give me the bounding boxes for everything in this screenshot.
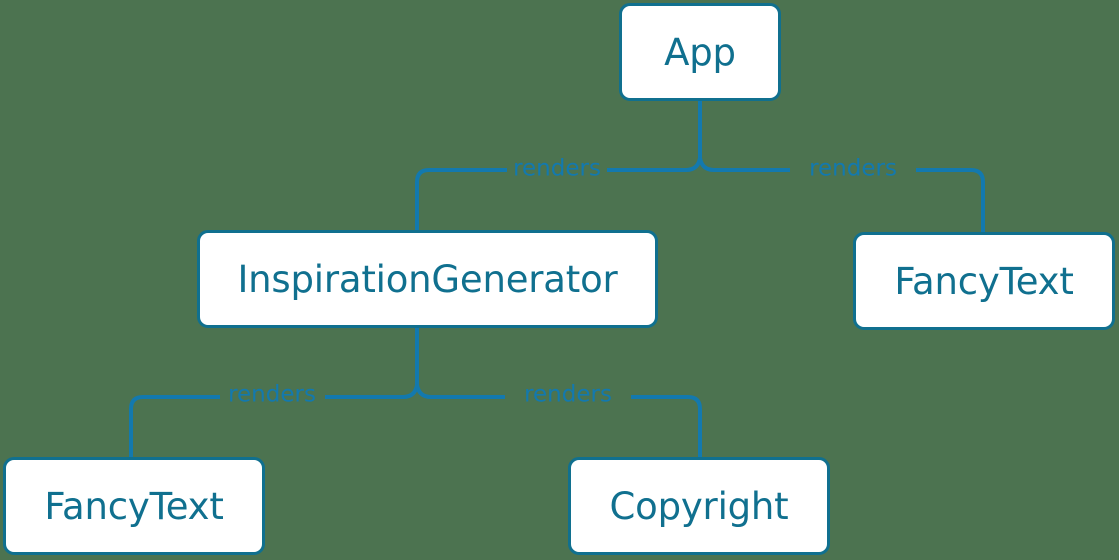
node-copyright-label: Copyright [609,484,789,528]
node-inspiration-generator[interactable]: InspirationGenerator [197,230,658,328]
edge-label-inspiration-generator-to-fancytext: renders [228,381,316,408]
node-fancytext-bottom-label: FancyText [44,484,224,528]
node-app-label: App [664,30,736,74]
edge-inspiration-generator-to-copyright [415,384,702,457]
edge-label-app-to-fancytext-right: renders [809,155,897,182]
edge-label-app-to-inspiration-generator: renders [513,155,601,182]
node-fancytext-right-label: FancyText [894,259,1074,303]
edge-label-inspiration-generator-to-copyright: renders [524,381,612,408]
edge-app-to-fancytext-right [698,157,985,232]
node-inspiration-generator-label: InspirationGenerator [237,257,618,301]
node-fancytext-bottom[interactable]: FancyText [3,457,265,555]
node-app[interactable]: App [619,3,781,101]
node-copyright[interactable]: Copyright [568,457,830,555]
node-fancytext-right[interactable]: FancyText [853,232,1115,330]
